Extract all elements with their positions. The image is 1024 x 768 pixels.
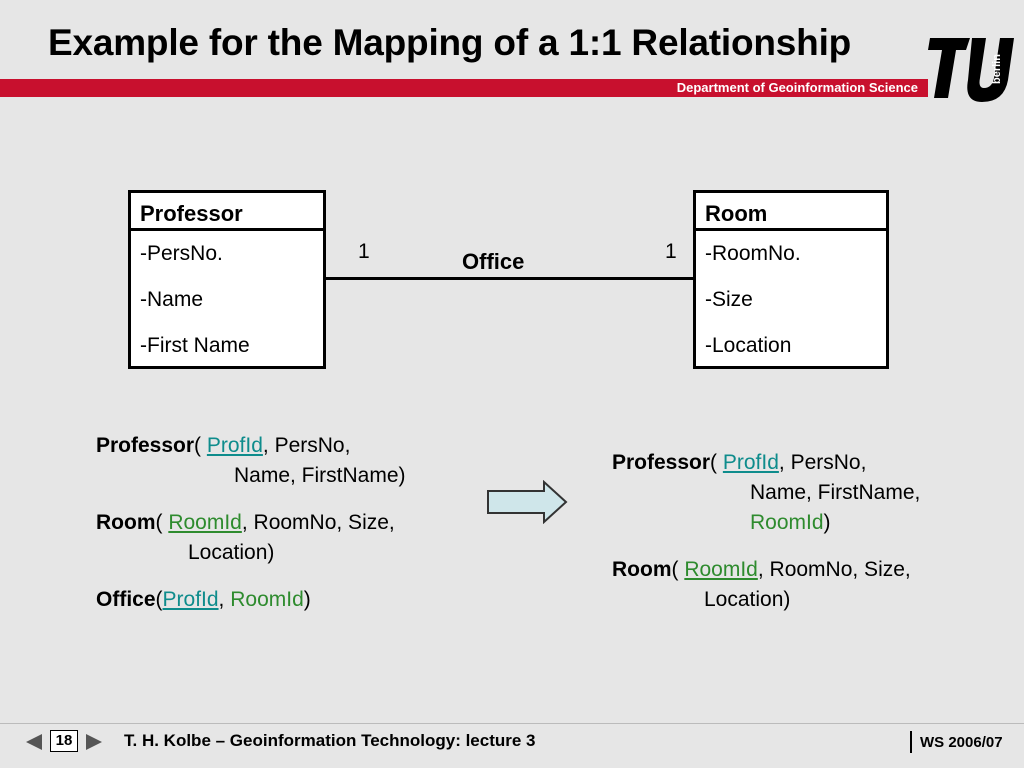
entity-room-attr: -RoomNo. (705, 242, 801, 265)
primary-key: RoomId (684, 558, 758, 581)
attr-list: Location) (704, 588, 791, 611)
prev-slide-icon[interactable] (24, 733, 44, 751)
attr-list: , PersNo, (262, 434, 351, 457)
entity-room-name: Room (696, 193, 886, 231)
tu-berlin-logo: berlin (928, 38, 1014, 102)
foreign-key: ProfId (162, 588, 219, 611)
entity-professor-attr: -Name (140, 288, 204, 311)
paren-open: ( (155, 588, 163, 611)
foreign-key: RoomId (230, 588, 304, 611)
paren-open: ( (710, 451, 723, 474)
paren-open: ( (155, 511, 169, 534)
paren-open: ( (194, 434, 207, 457)
attr-list: Location) (188, 541, 275, 564)
paren-close: ) (303, 588, 311, 611)
primary-key: ProfId (206, 434, 263, 457)
next-slide-icon[interactable] (84, 733, 104, 751)
relationship-name: Office (462, 249, 525, 274)
paren-close: ) (823, 511, 831, 534)
entity-room-attr: -Size (705, 288, 753, 311)
relationship-line (326, 277, 693, 280)
logo-text: berlin (991, 54, 1003, 84)
cardinality-right: 1 (665, 240, 677, 263)
page-number: 18 (50, 730, 78, 752)
separator: , (218, 588, 231, 611)
relation-name: Professor (612, 451, 711, 474)
cardinality-left: 1 (358, 240, 370, 263)
schema-row: RoomId) (612, 508, 920, 538)
footer-separator (910, 731, 912, 753)
footer-course: T. H. Kolbe – Geoinformation Technology:… (124, 731, 536, 750)
relation-name: Office (96, 588, 156, 611)
schema-row: Room( RoomId, RoomNo, Size, (96, 508, 406, 538)
entity-professor: Professor -PersNo. -Name -First Name (128, 190, 326, 369)
schema-right: Professor( ProfId, PersNo, Name, FirstNa… (612, 448, 920, 615)
page-title: Example for the Mapping of a 1:1 Relatio… (48, 22, 852, 63)
department-label: Department of Geoinformation Science (676, 80, 918, 95)
entity-professor-attr: -PersNo. (140, 242, 223, 265)
mapping-arrow-icon (487, 480, 568, 524)
schema-row: Professor( ProfId, PersNo, (96, 431, 406, 461)
entity-room-attr: -Location (705, 334, 792, 357)
relation-name: Room (96, 511, 156, 534)
header-bar (0, 79, 928, 97)
entity-room: Room -RoomNo. -Size -Location (693, 190, 889, 369)
footer-semester: WS 2006/07 (920, 734, 1003, 751)
schema-left: Professor( ProfId, PersNo, Name, FirstNa… (96, 431, 406, 615)
primary-key: ProfId (722, 451, 779, 474)
entity-professor-attr: -First Name (140, 334, 250, 357)
attr-list: Name, FirstName, (750, 481, 921, 504)
paren-open: ( (671, 558, 685, 581)
schema-row: Professor( ProfId, PersNo, (612, 448, 920, 478)
relation-name: Room (612, 558, 672, 581)
entity-professor-name: Professor (131, 193, 323, 231)
relation-name: Professor (96, 434, 195, 457)
attr-list: , RoomNo, Size, (241, 511, 395, 534)
attr-list: , PersNo, (778, 451, 867, 474)
foreign-key: RoomId (750, 511, 824, 534)
footer-divider (0, 723, 1024, 724)
schema-row: Room( RoomId, RoomNo, Size, (612, 555, 920, 585)
attr-list: Name, FirstName) (234, 464, 406, 487)
primary-key: RoomId (168, 511, 242, 534)
attr-list: , RoomNo, Size, (757, 558, 911, 581)
schema-row: Office(ProfId, RoomId) (96, 585, 406, 615)
